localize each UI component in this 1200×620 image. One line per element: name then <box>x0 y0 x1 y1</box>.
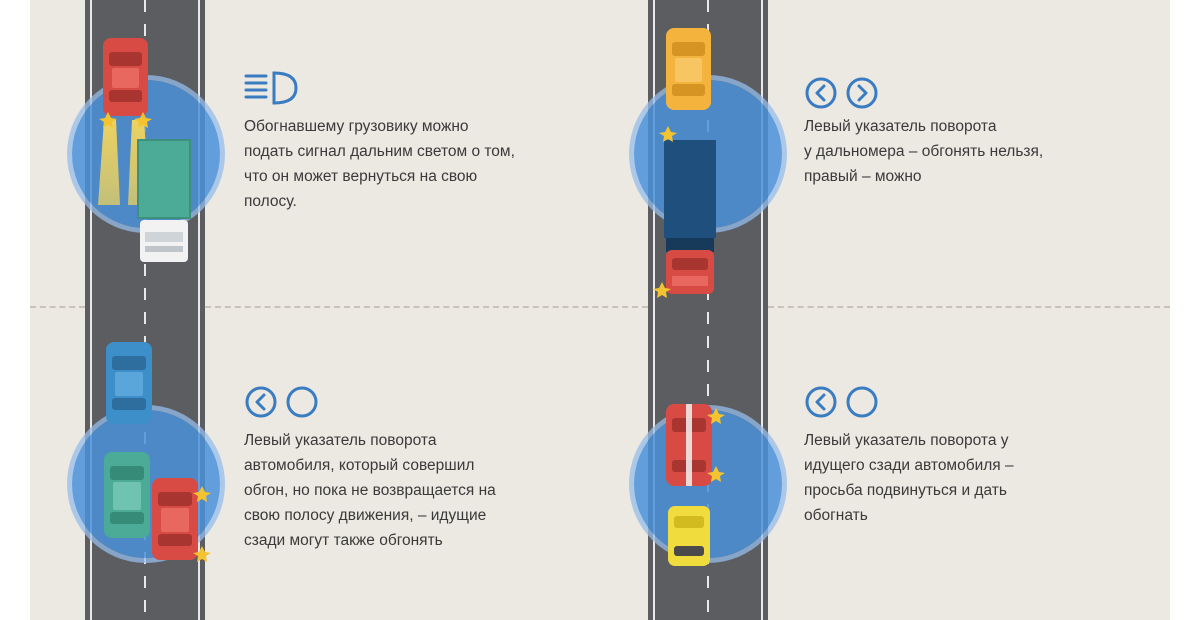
high-beam-icon <box>244 71 298 105</box>
background-panel <box>30 0 1170 620</box>
car-red-headlights <box>103 38 148 116</box>
turn-signal-left-icon <box>805 386 878 418</box>
car-yellow <box>668 506 710 566</box>
car-blue <box>106 342 152 424</box>
turn-signal-flash-truck <box>659 126 677 142</box>
car-teal <box>104 452 150 538</box>
headlight-beam-left <box>98 120 120 205</box>
caption-rangefinder: Левый указатель поворота у дальномера – … <box>804 118 1044 185</box>
caption-high-beam: Обогнавшему грузовику можно подать сигна… <box>244 118 515 210</box>
truck-green <box>137 139 191 262</box>
caption-request-to-pass: Левый указатель поворота у идущего сзади… <box>804 432 1014 524</box>
headlight-flashes <box>99 112 152 128</box>
turn-signal-left-icon <box>245 386 318 418</box>
car-red-rangefinder <box>666 250 714 294</box>
car-red-overtaking <box>152 478 198 560</box>
dashed-divider-left <box>30 306 85 308</box>
dashed-divider-middle <box>205 306 648 308</box>
truck-dark-blue <box>664 140 716 252</box>
turn-signal-flashes-bottom-right <box>707 408 725 482</box>
caption-overtaking: Левый указатель поворота автомобиля, кот… <box>244 432 496 549</box>
car-red-sport <box>666 404 712 486</box>
car-orange <box>666 28 711 110</box>
turn-signal-flash-red-car <box>653 282 671 298</box>
turn-signals-both-icon <box>805 77 878 109</box>
turn-signal-flashes-bottom-left <box>193 486 211 562</box>
dashed-divider-right <box>768 306 1170 308</box>
